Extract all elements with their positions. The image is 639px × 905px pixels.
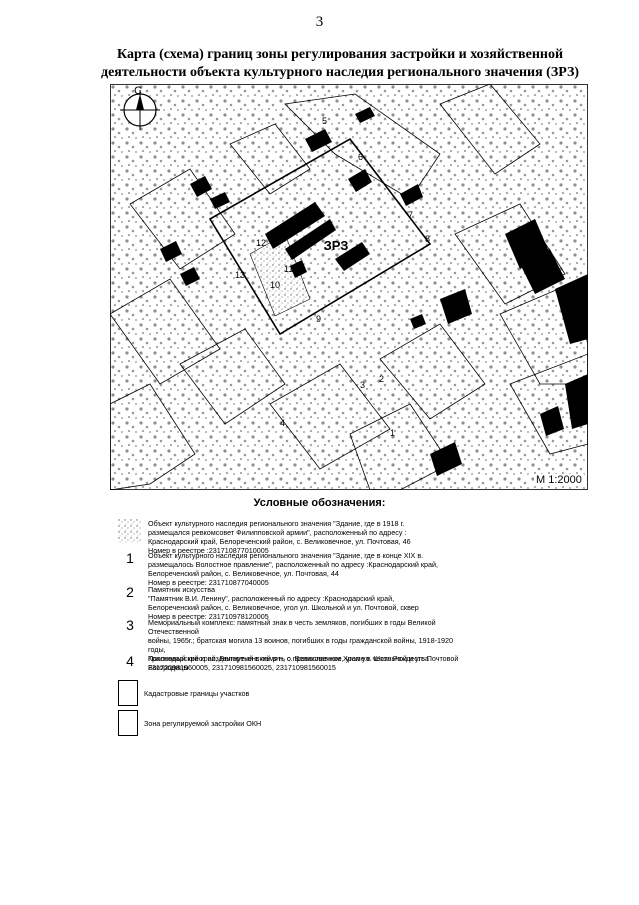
legend-text: Кадастровые границы участков xyxy=(144,689,250,698)
point-label-12: 12 xyxy=(256,238,266,248)
map-svg: С ЗРЗ 1 2 3 4 5 6 7 8 9 10 11 12 13 xyxy=(110,84,588,490)
zone-label: ЗРЗ xyxy=(324,238,349,253)
legend-marker: 1 xyxy=(126,550,134,566)
legend-item-4: 4 Поклонный крест воздвигнутый в память … xyxy=(118,654,468,672)
map-border xyxy=(110,84,588,490)
legend-title: Условные обозначения: xyxy=(253,497,386,509)
north-arrow xyxy=(120,90,160,130)
legend-marker: 3 xyxy=(126,617,134,633)
buildings xyxy=(160,107,588,476)
point-label-3: 3 xyxy=(360,380,365,390)
page-title: Карта (схема) границ зоны регулирования … xyxy=(60,46,620,82)
title-line-2: деятельности объекта культурного наследи… xyxy=(101,65,579,80)
point-label-9: 9 xyxy=(316,314,321,324)
legend-item-zone: Зона регулируемой застройки ОКН xyxy=(118,710,464,736)
point-label-13: 13 xyxy=(235,270,245,280)
north-label: С xyxy=(134,85,142,97)
page-number: 3 xyxy=(315,14,324,30)
point-label-7: 7 xyxy=(408,210,413,220)
zone-boundary-swatch xyxy=(118,710,138,736)
legend-text: Объект культурного наследия региональног… xyxy=(148,551,439,587)
point-label-1: 1 xyxy=(390,428,395,438)
legend-marker: 2 xyxy=(126,584,134,600)
point-label-5: 5 xyxy=(322,116,327,126)
legend-text: Памятник искусства "Памятник В.И. Ленину… xyxy=(148,585,419,621)
point-label-4: 4 xyxy=(280,418,285,428)
legend-item-2: 2 Памятник искусства "Памятник В.И. Лени… xyxy=(118,585,468,621)
legend-text: Поклонный крест воздвигнутый в память о … xyxy=(148,654,429,672)
legend-item-3: 3 Мемориальный комплекс: памятный знак в… xyxy=(118,618,468,672)
legend-marker: 4 xyxy=(126,653,134,669)
point-labels: 1 2 3 4 5 6 7 8 9 10 11 12 13 xyxy=(235,116,430,438)
cadastral-map: С ЗРЗ 1 2 3 4 5 6 7 8 9 10 11 12 13 xyxy=(110,84,588,490)
legend-item-cadastral: Кадастровые границы участков xyxy=(118,680,464,706)
cadastral-boundary-swatch xyxy=(118,680,138,706)
legend-text: Мемориальный комплекс: памятный знак в ч… xyxy=(148,618,459,672)
legend-text: Объект культурного наследия региональног… xyxy=(148,519,411,555)
legend-item-1: 1 Объект культурного наследия региональн… xyxy=(118,551,468,587)
scale-label: М 1:2000 xyxy=(534,474,584,486)
heritage-area-swatch xyxy=(118,519,142,543)
point-label-6: 6 xyxy=(358,152,363,162)
legend-item-heritage-building: Объект культурного наследия региональног… xyxy=(118,519,468,555)
point-label-10: 10 xyxy=(270,280,280,290)
legend-text: Зона регулируемой застройки ОКН xyxy=(144,719,262,728)
vegetation xyxy=(110,84,588,490)
point-label-8: 8 xyxy=(425,234,430,244)
point-label-2: 2 xyxy=(379,374,384,384)
title-line-1: Карта (схема) границ зоны регулирования … xyxy=(116,47,564,62)
point-label-11: 11 xyxy=(284,264,293,274)
